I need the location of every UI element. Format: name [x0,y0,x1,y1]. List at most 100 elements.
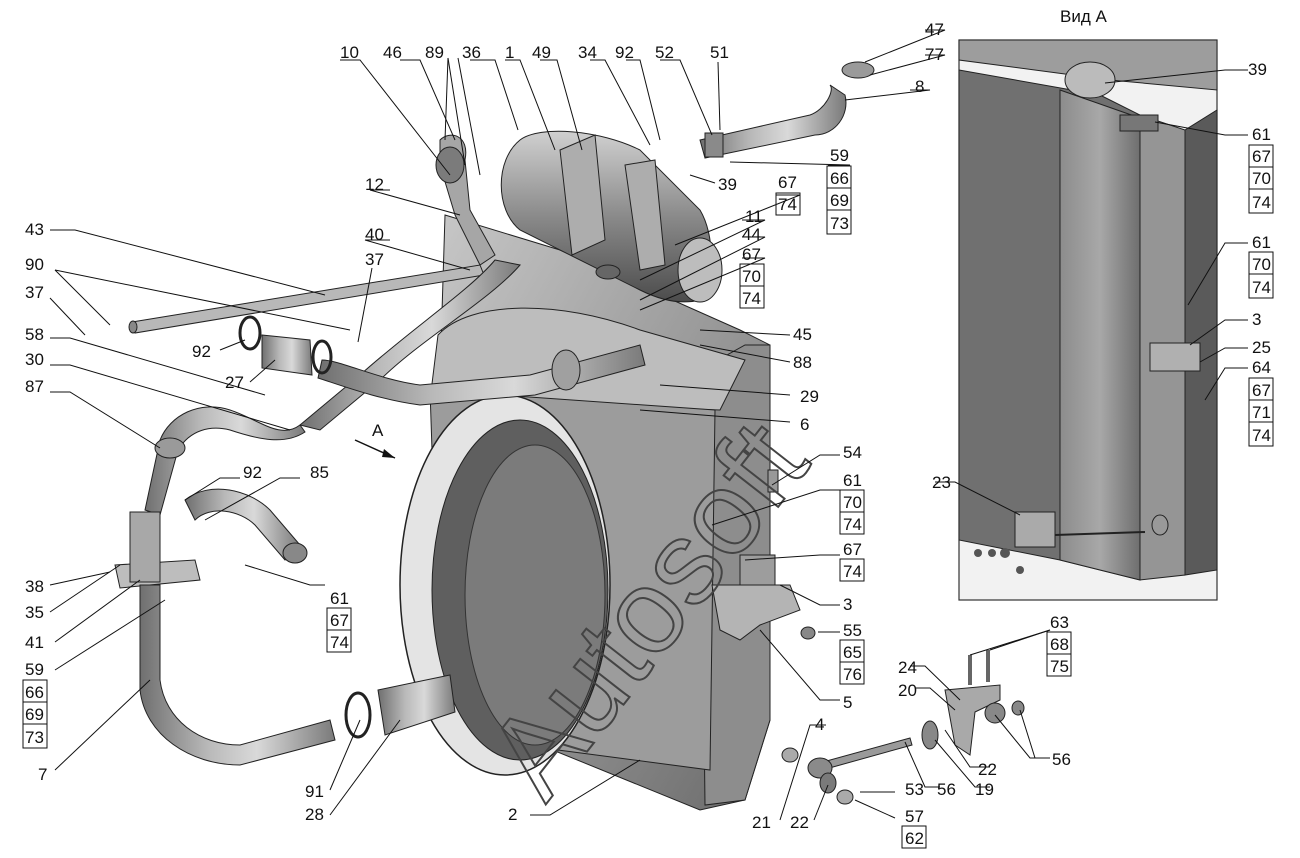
radiator-illustration: А [114,61,1025,811]
label-67d: 67 [843,540,862,559]
label-23: 23 [932,473,951,492]
label-59: 59 [830,146,849,165]
pipe-28 [377,674,456,736]
label-85: 85 [310,463,329,482]
label-28: 28 [305,805,324,824]
label-91: 91 [305,782,324,801]
label-53: 53 [905,780,924,799]
label-25: 25 [1252,338,1271,357]
label-49: 49 [532,43,551,62]
label-40: 40 [365,225,384,244]
expansion-tank [500,130,723,303]
label-6: 6 [800,415,809,434]
clamp-87 [154,437,186,459]
label-87: 87 [25,377,44,396]
label-52: 52 [655,43,674,62]
label-61d: 61 [1252,233,1271,252]
label-67b: 67 [742,245,761,264]
label-39: 39 [718,175,737,194]
label-3: 3 [843,595,852,614]
clamp-91 [344,691,372,739]
label-74h: 74 [1252,426,1271,445]
label-43: 43 [25,220,44,239]
label-66b: 66 [25,683,44,702]
label-8: 8 [915,77,924,96]
view-a-title: Вид А [1060,7,1107,26]
label-73b: 73 [25,728,44,747]
label-63: 63 [1050,613,1069,632]
label-67e: 67 [1252,147,1271,166]
clamp-29 [551,349,581,391]
label-66: 66 [830,169,849,188]
view-a-inset: Вид А [958,7,1218,601]
label-76: 76 [843,665,862,684]
label-44: 44 [742,225,761,244]
label-29: 29 [800,387,819,406]
leader-lines [49,29,1248,821]
label-56b: 56 [1052,750,1071,769]
upper-pipe-8 [699,84,847,159]
washer-22 [819,772,837,794]
label-92b: 92 [192,342,211,361]
clamp-51 [704,132,724,158]
label-51: 51 [710,43,729,62]
label-70: 70 [742,267,761,286]
label-62: 62 [905,829,924,848]
hose-27 [261,334,313,376]
label-75: 75 [1050,657,1069,676]
label-55: 55 [843,621,862,640]
label-11: 11 [745,207,763,226]
label-30: 30 [25,350,44,369]
label-10: 10 [340,43,359,62]
label-22: 22 [790,813,809,832]
label-69: 69 [830,191,849,210]
label-20: 20 [898,681,917,700]
label-37: 37 [25,283,44,302]
label-74e: 74 [843,562,862,581]
label-1: 1 [505,43,514,62]
label-69b: 69 [25,705,44,724]
label-77: 77 [925,45,944,64]
label-27: 27 [225,373,244,392]
label-74c: 74 [330,633,349,652]
label-74g: 74 [1252,278,1271,297]
pipe-29 [317,344,646,406]
label-71: 71 [1252,403,1271,422]
hose-85 [184,488,301,561]
pipe-7 [139,584,336,766]
label-38: 38 [25,577,44,596]
label-92c: 92 [243,463,262,482]
label-89: 89 [425,43,444,62]
label-41: 41 [25,633,44,652]
label-22b: 22 [978,760,997,779]
label-54: 54 [843,443,862,462]
label-3b: 3 [1252,310,1261,329]
bracket-3 [711,584,801,641]
label-74b: 74 [742,289,761,308]
label-12: 12 [365,175,384,194]
label-74d: 74 [843,515,862,534]
label-61c: 61 [1252,125,1271,144]
label-70c: 70 [1252,169,1271,188]
label-4: 4 [815,715,824,734]
label-57: 57 [905,807,924,826]
label-35: 35 [25,603,44,622]
label-5: 5 [843,693,852,712]
label-24: 24 [898,658,917,677]
label-37b: 37 [365,250,384,269]
label-88: 88 [793,353,812,372]
label-65: 65 [843,643,862,662]
washer-21 [781,747,799,763]
label-73: 73 [830,214,849,233]
label-92: 92 [615,43,634,62]
callout-labels: 10 46 89 36 1 49 34 92 52 51 47 77 8 59 … [22,20,1274,849]
label-36: 36 [462,43,481,62]
label-61b: 61 [843,471,862,490]
label-68: 68 [1050,635,1069,654]
radiator-side-panel [699,344,771,806]
clamp-41 [129,511,161,583]
label-90: 90 [25,255,44,274]
label-19: 19 [975,780,994,799]
label-45: 45 [793,325,812,344]
